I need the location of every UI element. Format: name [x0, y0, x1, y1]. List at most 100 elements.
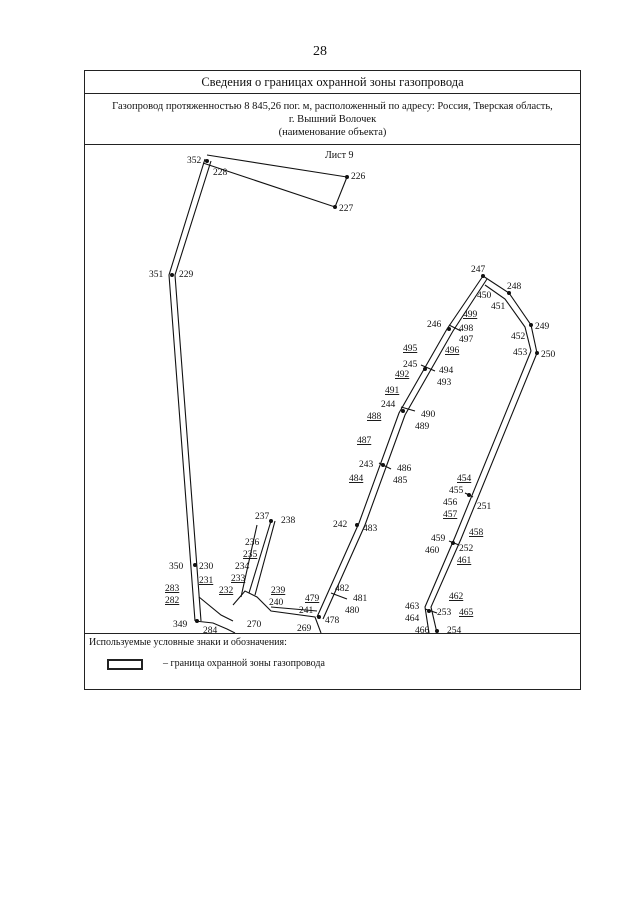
legend: Используемые условные знаки и обозначени…	[85, 633, 580, 690]
boundary-segment-junction-a	[194, 620, 236, 633]
label-464: 464	[405, 614, 420, 624]
point-250	[535, 351, 539, 355]
boundary-segment-left-inner	[174, 160, 212, 622]
point-245	[423, 367, 427, 371]
object-line-2: г. Вышний Волочек	[288, 114, 377, 125]
label-269: 269	[297, 624, 312, 633]
point-248	[507, 291, 511, 295]
point-351	[170, 273, 174, 277]
boundary-map-svg: 352 228 226 227 351 229 247 248 450 451 …	[149, 154, 556, 633]
label-284: 284	[203, 626, 218, 633]
point-249	[529, 323, 533, 327]
boundary-segment-right-inner	[424, 350, 532, 633]
boundary-segment-left-outer	[168, 158, 206, 622]
label-228: 228	[213, 168, 228, 178]
point-242	[355, 523, 359, 527]
boundary-map: Лист 9	[85, 145, 580, 633]
label-227: 227	[339, 204, 354, 214]
label-455: 455	[449, 486, 464, 496]
label-479: 479	[305, 594, 320, 604]
label-350: 350	[169, 562, 184, 572]
label-450: 450	[477, 291, 492, 301]
boundary-segment-right-top-outer	[482, 275, 538, 354]
label-459: 459	[431, 534, 446, 544]
boundary-lines	[168, 154, 538, 633]
point-350	[193, 563, 197, 567]
label-248: 248	[507, 282, 522, 292]
label-480: 480	[345, 606, 360, 616]
point-243	[381, 463, 385, 467]
label-246: 246	[427, 320, 442, 330]
label-498: 498	[459, 324, 474, 334]
label-242: 242	[333, 520, 348, 530]
point-478	[317, 615, 321, 619]
boundary-segment-diag-inner	[322, 278, 488, 620]
label-462: 462	[449, 592, 464, 602]
boundary-segment-junction-d	[270, 606, 318, 612]
label-233: 233	[231, 574, 246, 584]
label-466: 466	[415, 626, 430, 633]
marker-494	[420, 364, 436, 372]
point-227	[333, 205, 337, 209]
boundary-segment-right-outer	[430, 352, 538, 633]
label-244: 244	[381, 400, 396, 410]
marker-498	[448, 324, 462, 332]
sheet-label: Лист 9	[325, 150, 354, 161]
label-238: 238	[281, 516, 296, 526]
label-451: 451	[491, 302, 506, 312]
label-247: 247	[471, 265, 486, 275]
label-481: 481	[353, 594, 368, 604]
label-249: 249	[535, 322, 550, 332]
label-235: 235	[243, 550, 258, 560]
label-236: 236	[245, 538, 260, 548]
point-246	[447, 327, 451, 331]
point-252	[451, 541, 455, 545]
label-496: 496	[445, 346, 460, 356]
label-230: 230	[199, 562, 214, 572]
label-457: 457	[443, 510, 458, 520]
label-490: 490	[421, 410, 436, 420]
boundary-points	[170, 159, 539, 633]
boundary-segment-junction-c	[232, 590, 322, 633]
point-352	[205, 159, 209, 163]
label-492: 492	[395, 370, 410, 380]
label-239: 239	[271, 586, 286, 596]
point-244	[401, 409, 405, 413]
point-238	[269, 519, 273, 523]
label-497: 497	[459, 335, 474, 345]
legend-title: Используемые условные знаки и обозначени…	[89, 637, 287, 648]
label-482: 482	[335, 584, 350, 594]
label-499: 499	[463, 310, 478, 320]
point-247	[481, 274, 485, 278]
label-485: 485	[393, 476, 408, 486]
marker-481	[330, 592, 348, 600]
label-460: 460	[425, 546, 440, 556]
boundary-segment-junction-b	[198, 596, 234, 622]
marker-490	[400, 406, 416, 412]
point-251	[467, 493, 471, 497]
object-description: Газопровод протяженностью 8 845,26 пог. …	[85, 93, 580, 145]
label-458: 458	[469, 528, 484, 538]
label-243: 243	[359, 460, 374, 470]
label-494: 494	[439, 366, 454, 376]
label-478: 478	[325, 616, 340, 626]
legend-boundary-swatch	[107, 659, 143, 670]
label-251: 251	[477, 502, 492, 512]
label-463: 463	[405, 602, 420, 612]
document-title: Сведения о границах охранной зоны газопр…	[85, 71, 580, 94]
label-495: 495	[403, 344, 418, 354]
label-234: 234	[235, 562, 250, 572]
label-254: 254	[447, 626, 462, 633]
point-253	[427, 609, 431, 613]
label-486: 486	[397, 464, 412, 474]
boundary-segment-spur-b	[254, 520, 276, 596]
boundary-segment-top	[202, 154, 348, 208]
label-456: 456	[443, 498, 458, 508]
legend-item-text: – граница охранной зоны газопровода	[163, 658, 325, 669]
label-250: 250	[541, 350, 556, 360]
point-349	[195, 619, 199, 623]
label-491: 491	[385, 386, 400, 396]
label-240: 240	[269, 598, 284, 608]
object-line-3: (наименование объекта)	[278, 127, 387, 138]
label-452: 452	[511, 332, 526, 342]
